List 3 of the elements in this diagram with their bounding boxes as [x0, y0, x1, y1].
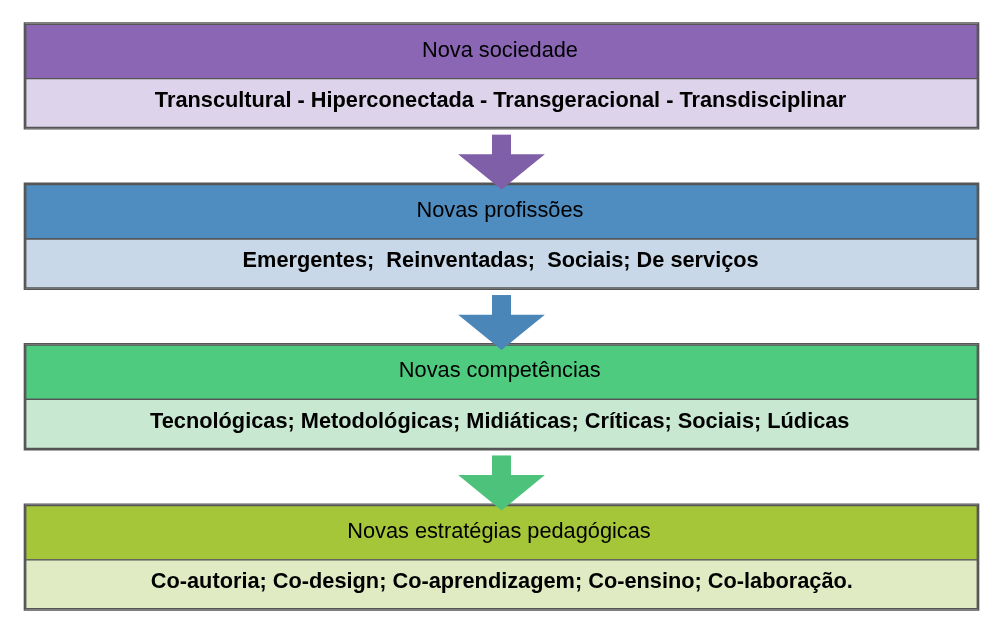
arrow — [458, 455, 545, 511]
arrow — [458, 134, 545, 190]
arrow — [458, 295, 545, 351]
